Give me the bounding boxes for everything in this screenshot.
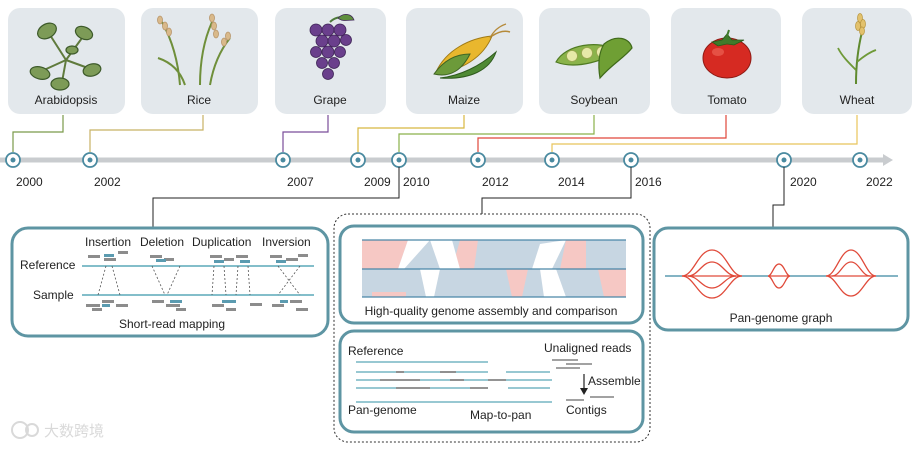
connector-grape [282,115,329,152]
panel-genome-assembly: High-quality genome assembly and compari… [338,224,645,325]
connector-pan-graph [772,167,785,228]
crop-card-grape: Grape [275,8,386,114]
tomato-icon [702,29,752,79]
crop-name: Grape [313,93,347,107]
card-connectors [12,115,858,152]
year-label: 2016 [635,175,662,189]
assembly-group-frame [333,213,651,443]
watermark: 大数跨境 [11,421,104,440]
structural-variant-blocks [362,240,626,297]
connector-assembly [481,167,632,214]
connector-soybean [398,115,595,152]
year-label: 2012 [482,175,509,189]
grape-cluster-icon [309,14,355,80]
crop-name: Soybean [570,93,617,107]
sample-reads [86,300,308,311]
year-labels: 2000 2002 2007 2009 2010 2012 2014 2016 … [16,175,893,189]
timeline-marker-dots [10,157,863,163]
connector-rice [89,115,204,152]
gap-blocks [398,240,566,297]
year-label: 2007 [287,175,314,189]
crop-name: Maize [448,93,480,107]
crop-name: Tomato [707,93,747,107]
sample-variant-segments [102,300,288,307]
year-label: 2022 [866,175,893,189]
reference-variant-segments [104,254,286,263]
variant-label-deletion: Deletion [140,235,184,249]
year-label: 2000 [16,175,43,189]
reference-label: Reference [20,258,76,272]
crop-card-wheat: Wheat [802,8,912,114]
panel-title: Map-to-pan [470,408,531,422]
arabidopsis-plant-icon [29,22,102,91]
panel-pan-genome-graph: Pan-genome graph [652,226,910,332]
year-label: 2010 [403,175,430,189]
unaligned-reads-label: Unaligned reads [544,341,631,355]
year-label: 2002 [94,175,121,189]
year-label: 2009 [364,175,391,189]
method-connectors [152,167,785,228]
watermark-text: 大数跨境 [44,422,104,440]
sample-label: Sample [33,288,74,302]
panel-title: Short-read mapping [119,317,225,331]
reference-reads [88,251,308,261]
crop-card-arabidopsis: Arabidopsis [8,8,125,114]
crop-card-tomato: Tomato [671,8,781,114]
timeline-arrow-icon [883,154,893,166]
panel-title: High-quality genome assembly and compari… [365,304,618,318]
mapped-reads [356,371,552,389]
genome-tracks [362,239,626,298]
crop-name: Wheat [840,93,875,107]
rice-plant-icon [157,13,231,86]
reference-label: Reference [348,344,404,358]
connector-wheat [551,115,858,152]
variant-label-insertion: Insertion [85,235,131,249]
assemble-label: Assemble [588,374,641,388]
panel-map-to-pan: Reference Unaligned reads Assemble Pan-g… [338,329,645,434]
variant-guides [97,265,301,296]
panel-short-read-mapping: Insertion Deletion Duplication Inversion… [10,226,330,338]
watermark-logo-icon [11,421,29,439]
contig-fragments [566,396,614,401]
variant-label-duplication: Duplication [192,235,251,249]
panel-title: Pan-genome graph [730,311,833,325]
year-label: 2020 [790,175,817,189]
connector-short-read [152,167,400,228]
contigs-label: Contigs [566,403,607,417]
graph-bubbles [681,249,877,299]
variant-label-inversion: Inversion [262,235,311,249]
wheat-ear-icon [837,13,877,85]
connector-maize [357,115,465,152]
crop-name: Rice [187,93,211,107]
unaligned-read-fragments [552,359,592,369]
crop-card-rice: Rice [141,8,258,114]
crop-card-soybean: Soybean [539,8,650,114]
crop-card-maize: Maize [406,8,523,114]
panel-frame [338,329,645,434]
assemble-arrow-icon [580,374,588,395]
maize-cob-icon [433,23,511,79]
connector-arabidopsis [12,115,64,152]
soybean-pod-icon [555,37,633,80]
connector-tomato [477,115,727,152]
year-label: 2014 [558,175,585,189]
pan-genome-label: Pan-genome [348,403,417,417]
crop-name: Arabidopsis [35,93,98,107]
timeline: 2000 2002 2007 2009 2010 2012 2014 2016 … [0,152,893,189]
